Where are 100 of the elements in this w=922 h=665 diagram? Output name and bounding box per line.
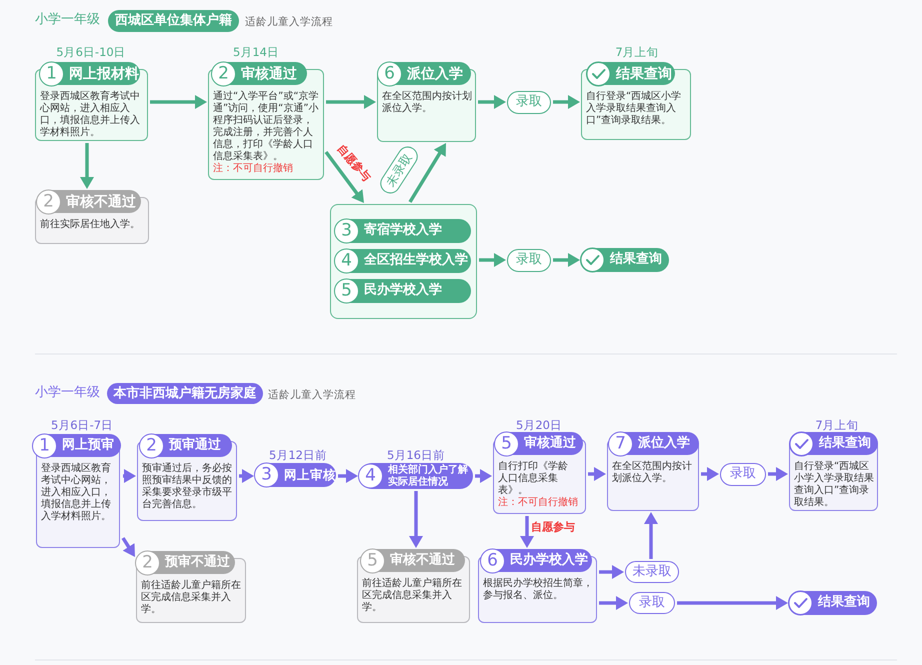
edge-label: 自愿参与 (530, 520, 576, 534)
arrow (599, 565, 624, 579)
step-pill (255, 463, 336, 487)
step-pill (335, 279, 471, 303)
step-description: 前往适龄儿童户籍所在区完成信息采集并入学。 (362, 578, 463, 614)
warning-note: 注：不可自行撤销 (498, 497, 578, 509)
step-title: 审核不通过 (390, 553, 455, 568)
step-description: 在全区范围内按计划派位入学。 (612, 461, 693, 485)
step-title: 网上审核 (284, 468, 336, 482)
step-number: 5 (494, 431, 519, 456)
arrow (475, 469, 492, 483)
step-title: 预审不通过 (165, 555, 230, 570)
step-description: 登录西城区教育考试中心网站，进入相应入口，填报信息并上传入学材料照片。 (40, 91, 141, 139)
step-description: 前往实际居住地入学。 (40, 219, 141, 231)
arrow (150, 95, 207, 109)
arrow (122, 537, 136, 558)
step-title: 审核不通过 (66, 193, 136, 210)
result-tag: 录取 (507, 249, 551, 272)
step-pill (335, 219, 471, 243)
section-heading: 小学一年级 (35, 384, 100, 402)
step-description: 根据民办学校招生简章，参与报名、派位。 (483, 578, 594, 602)
step-card (33, 434, 121, 548)
step-number: 5 (360, 548, 385, 573)
step-card (581, 62, 691, 140)
category-pill: 本市非西城户籍无房家庭 (107, 383, 263, 404)
step-card (478, 549, 597, 623)
step-number: 2 (211, 61, 236, 86)
arrow (408, 142, 448, 203)
date-label: 5月12日前 (269, 448, 327, 462)
step-title: 审核通过 (524, 436, 576, 451)
step-title: 寄宿学校入学 (364, 224, 442, 238)
step-card (493, 432, 586, 514)
step-card (357, 549, 470, 623)
step-description: 登录西城区教育考试中心网站，进入相应入口，填报信息并上传入学材料照片。 (41, 463, 112, 523)
step-description: 自行登录“西城区小学入学录取结果查询入口”查询录取结果。 (794, 461, 875, 509)
date-label: 7月上旬 (815, 418, 859, 432)
date-label: 5月20日 (516, 418, 562, 432)
date-label: 5月14日 (233, 45, 279, 59)
step-title: 全区招生学校入学 (364, 254, 468, 268)
step-number: 2 (36, 189, 61, 214)
step-title: 结果查询 (616, 65, 672, 82)
arrow (768, 467, 788, 481)
date-label: 7月上旬 (615, 45, 659, 59)
step-number: 3 (334, 218, 359, 244)
step-title: 民办学校入学 (364, 284, 442, 298)
step-title: 网上报材料 (69, 65, 139, 82)
step-number: 6 (377, 61, 402, 86)
arrow (644, 512, 658, 559)
step-title: 结果查询 (610, 252, 662, 268)
step-card (208, 62, 324, 180)
arrow (553, 253, 580, 267)
result-tag: 未录取 (625, 561, 679, 583)
step-pill (359, 463, 473, 489)
step-pill (581, 248, 669, 272)
step-title: 审核通过 (241, 65, 297, 82)
step-card (35, 62, 148, 141)
section-subtitle: 适龄儿童入学流程 (245, 15, 333, 29)
section-subtitle: 适龄儿童入学流程 (268, 388, 356, 402)
step-description: 在全区范围内按计划派位入学。 (382, 91, 473, 115)
step-title: 结果查询 (819, 436, 871, 451)
step-title: 结果查询 (818, 596, 870, 610)
date-label: 5月6日-10日 (56, 45, 126, 59)
step-description: 自行登录“西城区小学入学录取结果查询入口”查询录取结果。 (586, 91, 682, 127)
arrow (553, 95, 580, 109)
arrow (479, 253, 506, 267)
step-number: 5 (334, 278, 359, 304)
arrow (677, 596, 788, 610)
arrow (324, 150, 366, 204)
arrow (123, 469, 136, 483)
step-number: 4 (334, 248, 359, 274)
result-tag: 录取 (629, 592, 675, 614)
section-heading: 小学一年级 (35, 11, 100, 29)
arrow (701, 467, 719, 481)
step-card (136, 551, 246, 623)
result-tag: 录取 (720, 463, 766, 486)
step-title: 派位入学 (407, 65, 463, 82)
step-number: 4 (358, 464, 383, 488)
arrow (239, 469, 254, 483)
step-number: 2 (139, 433, 164, 458)
step-card (377, 62, 476, 142)
arrow (520, 516, 534, 548)
step-card (35, 190, 149, 244)
step-number: 6 (480, 548, 505, 573)
arrow (409, 491, 423, 548)
arrow (338, 469, 358, 483)
arrow (80, 143, 94, 189)
step-title: 民办学校入学 (510, 553, 588, 568)
step-description: 自行打印《学龄人口信息采集表》。 (498, 461, 569, 496)
option-group (330, 204, 477, 319)
date-label: 5月16日前 (387, 448, 445, 462)
category-pill: 西城区单位集体户籍 (108, 10, 239, 32)
step-pill (335, 249, 471, 273)
arrow (326, 95, 376, 109)
step-card (789, 432, 878, 511)
step-card (607, 432, 699, 511)
step-number: 1 (39, 61, 64, 86)
step-title: 相关部门入户了解实际居住情况 (388, 464, 469, 488)
step-pill (789, 591, 877, 615)
step-number: 1 (32, 433, 57, 458)
step-title: 网上预审 (62, 438, 114, 453)
